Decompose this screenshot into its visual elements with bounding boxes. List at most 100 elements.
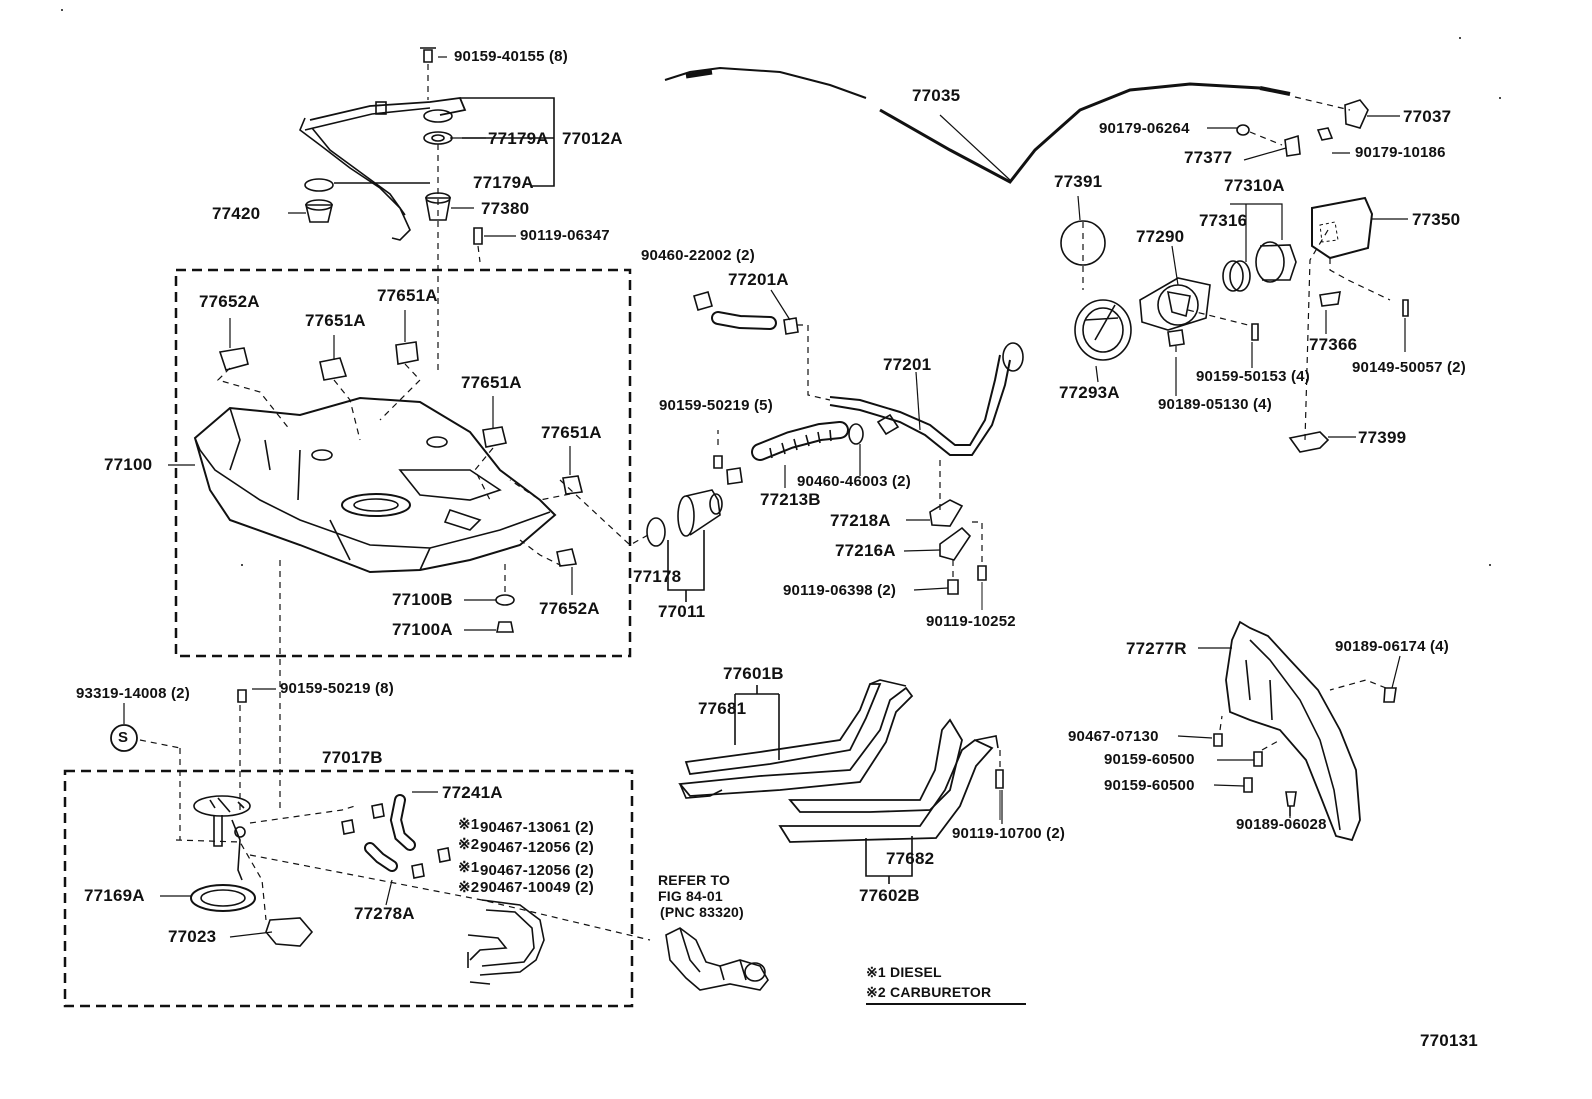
part-label-93319-14008: 93319-14008 (2) [76,685,190,702]
fuel-tube-assembly [467,899,545,985]
part-label-77017b: 77017B [322,748,383,767]
part-label-77216a: 77216A [835,541,896,560]
filler-protector-77290 [1139,277,1211,331]
clip-77377 [1284,134,1301,157]
gasket-77179a-lower [304,178,334,192]
part-label-90159-50219-8: 90159-50219 (8) [280,680,394,697]
pad-77652a-top [218,347,249,371]
part-label-77100a: 77100A [392,620,453,639]
part-label-90159-60500-1: 90159-60500 [1104,751,1195,768]
lid-cable-drawing [664,66,1291,184]
part-label-77651a-1: 77651A [377,286,438,305]
clamp-90467-12056 [411,863,425,879]
part-label-77100b: 77100B [392,590,453,609]
legend-carburetor: ※2 CARBURETOR [866,984,992,1000]
bolt-90119-10252 [977,565,987,581]
marker-1-diesel-2: ※1 [458,859,480,876]
part-label-77652a-top: 77652A [199,292,260,311]
screw-90179-10186 [1316,127,1334,141]
gasket-77169a [190,884,256,912]
part-label-90159-40155: 90159-40155 (8) [454,48,568,65]
marker-2-carburetor-2: ※2 [458,879,480,896]
refer-line-1: REFER TO [658,872,731,888]
straps-77601b [678,679,914,799]
bolt-90119-06347 [473,227,483,245]
part-label-77602b: 77602B [859,886,920,905]
fuel-lid-77350 [1311,196,1374,260]
part-label-77316: 77316 [1199,211,1248,230]
part-label-77652a-bottom: 77652A [539,599,600,618]
bolt-90119-06398 [947,579,959,595]
pad-77652a-bottom [556,548,578,567]
pad-77651a-4 [562,475,583,495]
fuel-tank-drawing [193,396,557,574]
part-label-90119-10700: 90119-10700 (2) [952,825,1066,842]
part-label-77391: 77391 [1054,172,1103,191]
part-label-90149-50057: 90149-50057 (2) [1352,359,1466,376]
part-label-90189-06028: 90189-06028 [1236,816,1327,833]
screw-90149-50057 [1402,299,1409,317]
part-label-77012a: 77012A [562,129,623,148]
plug-77380 [425,197,451,221]
part-label-77218a: 77218A [830,511,891,530]
part-label-77201a: 77201A [728,270,789,289]
part-label-77601b: 77601B [723,664,784,683]
filler-opening-77293a [1074,299,1132,361]
screw-90159-60500-1 [1253,751,1263,767]
part-label-90189-06174: 90189-06174 (4) [1335,638,1449,655]
bolt-90159-40155 [420,47,436,63]
cap-77310a [1255,241,1297,283]
clamp-77216a [939,526,972,561]
filler-neck-77011 [677,489,723,537]
part-label-90159-50153: 90159-50153 (4) [1196,368,1310,385]
part-label-90460-46003: 90460-46003 (2) [797,473,911,490]
gasket-77178 [646,517,666,547]
part-label-77178: 77178 [633,567,682,586]
opener-77399 [1288,431,1330,453]
part-label-77023: 77023 [168,927,217,946]
part-label-90460-22002: 90460-22002 (2) [641,247,755,264]
part-label-77278a: 77278A [354,904,415,923]
clamp-77213b [726,467,743,485]
nut-90189-06174 [1383,687,1397,703]
part-label-77241a: 77241A [442,783,503,802]
part-label-77651a-4: 77651A [541,423,602,442]
sealer-93319-14008 [110,724,138,752]
ring-77391 [1060,220,1106,266]
fuel-pump-77017b [193,795,251,881]
part-label-90159-60500-2: 90159-60500 [1104,777,1195,794]
bolt-90159-50219-5 [713,455,723,469]
clip-hose-mid [341,819,355,835]
inlet-hose-77213b [751,421,849,461]
stray-marks [61,9,1501,566]
sender-unit-drawing [665,927,769,991]
marker-2-carburetor: ※2 [458,836,480,853]
part-label-77277r: 77277R [1126,639,1187,658]
clamp-90460-46003 [848,423,864,445]
part-label-77011: 77011 [658,602,706,621]
part-label-77420: 77420 [212,204,261,223]
bolt-90119-10700 [995,769,1004,789]
clip-90189-06028 [1285,791,1297,807]
gasket-77179a-top [423,109,453,123]
part-label-77290: 77290 [1136,227,1185,246]
sealer-symbol-s: S [118,729,129,746]
clamp-77201a [783,317,799,335]
part-label-90467-10049: 90467-10049 (2) [480,879,594,896]
clamp-90460-22002 [693,291,713,311]
part-label-77293a: 77293A [1059,383,1120,402]
screw-90159-50153 [1251,323,1259,341]
pad-77651a-2 [395,341,419,365]
screw-90179-06264 [1236,124,1250,136]
clamp-77218a [929,499,964,527]
part-label-77377: 77377 [1184,148,1233,167]
part-label-77350: 77350 [1412,210,1461,229]
part-label-77399: 77399 [1358,428,1407,447]
refer-line-3: (PNC 83320) [660,904,744,920]
pad-77651a-1 [319,357,348,381]
vent-tube-drawing [299,97,467,241]
part-label-90159-50219-5: 90159-50219 (5) [659,397,773,414]
part-label-90467-12056-b: 90467-12056 (2) [480,862,594,879]
